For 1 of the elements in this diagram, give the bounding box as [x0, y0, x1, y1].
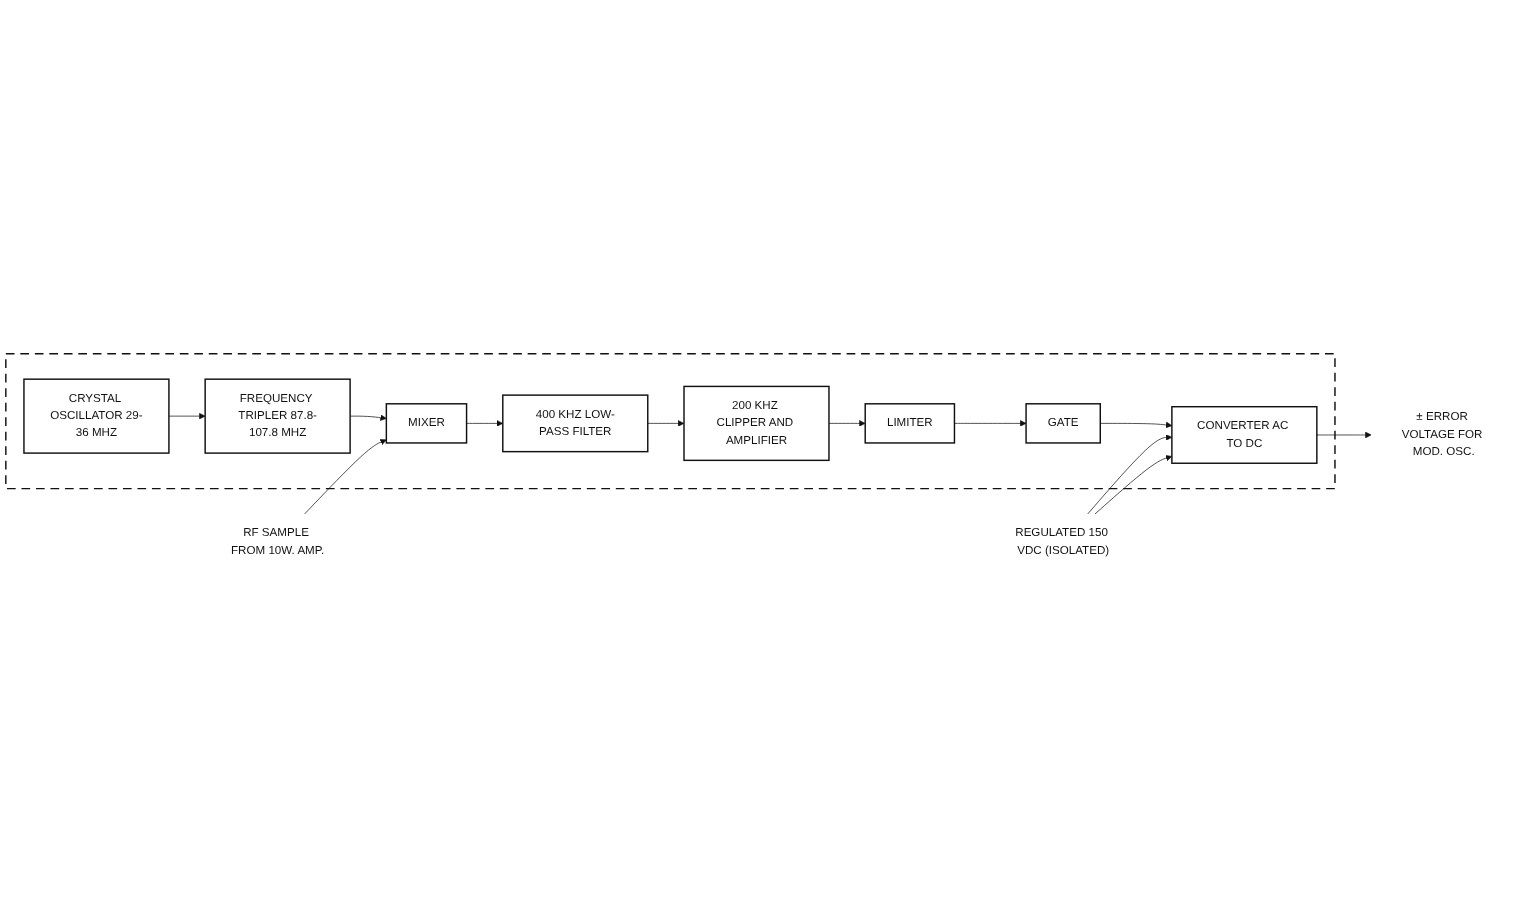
cluster — [5, 352, 1336, 490]
